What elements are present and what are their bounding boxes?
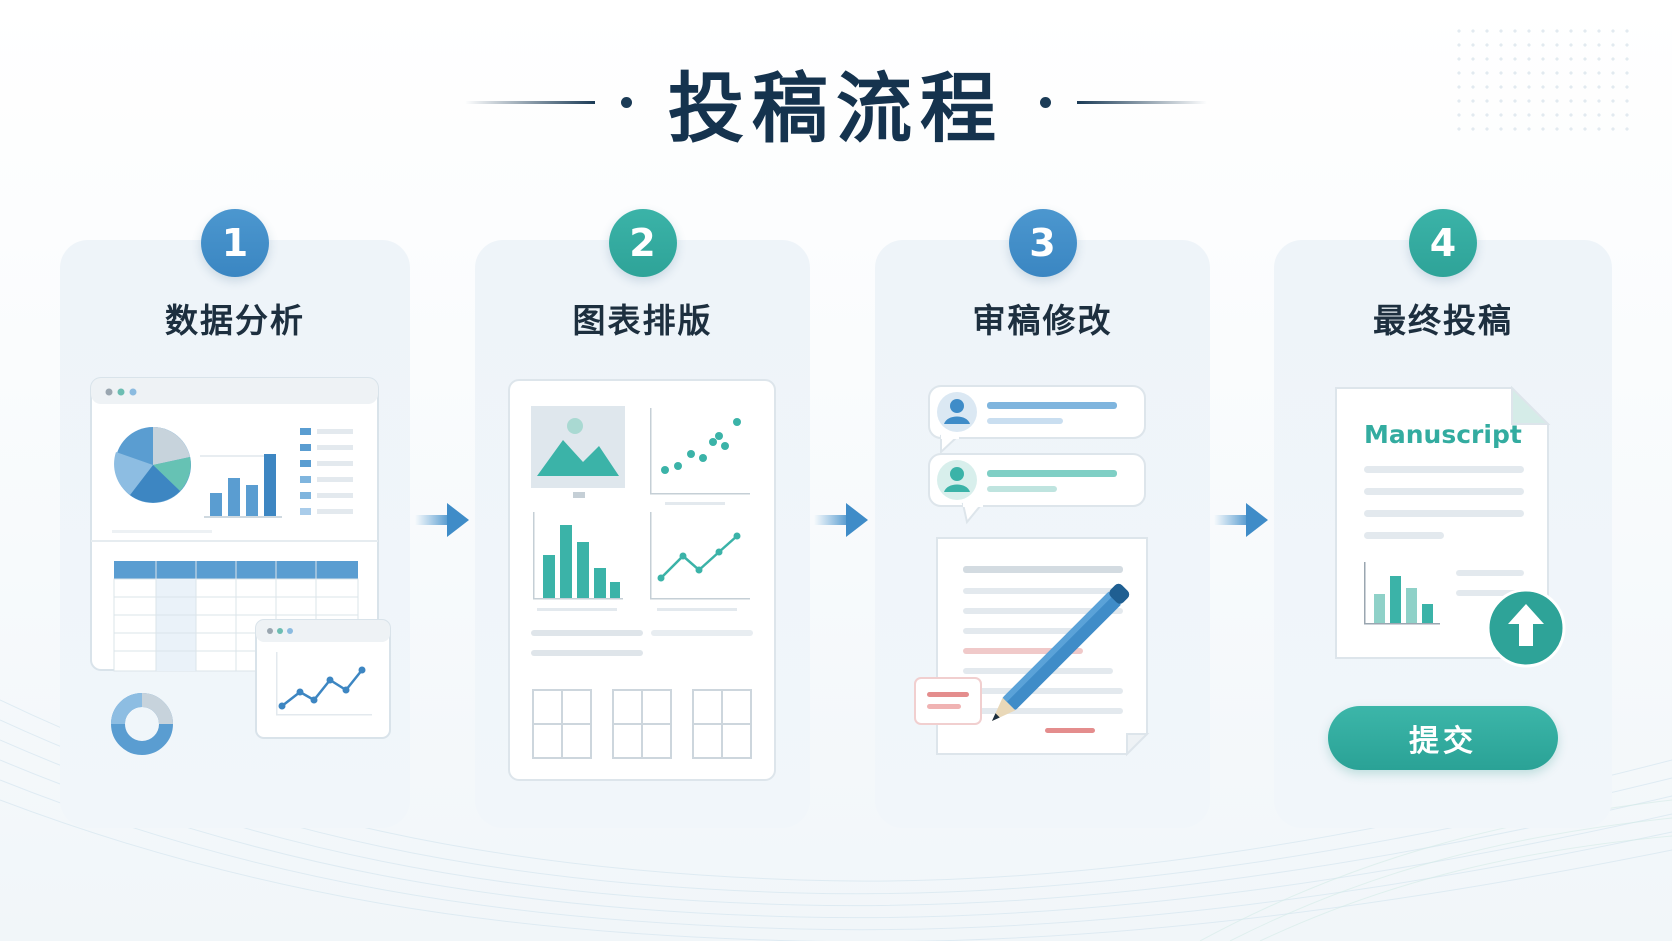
step-card-3: 3 审稿修改: [875, 209, 1210, 828]
bar-chart-icon: [533, 512, 623, 611]
title-dot-right: [1040, 96, 1051, 108]
final-submission-illustration: Manuscript: [1335, 385, 1566, 668]
title-line-right: [1077, 100, 1207, 104]
title-row: 投稿流程: [0, 52, 1672, 153]
step-card-2: 2 图表排版: [475, 209, 810, 828]
step-card-1: 1 数据分析: [60, 209, 410, 828]
right-arrow-icon: [814, 503, 868, 537]
scatter-plot-icon: [650, 408, 750, 505]
image-placeholder-icon: [531, 406, 625, 498]
data-analysis-illustration: [90, 377, 391, 755]
right-arrow-icon: [415, 503, 469, 537]
step-number-badge: 1: [201, 209, 269, 277]
grid-layout-icons: [532, 689, 752, 759]
step-label: 数据分析: [165, 301, 305, 340]
pie-chart-icon: [114, 427, 191, 503]
manuscript-title: Manuscript: [1364, 420, 1522, 449]
bar-chart-icon: [204, 454, 282, 518]
donut-chart-icon: [111, 693, 173, 755]
step-number-badge: 3: [1008, 209, 1077, 277]
submit-button[interactable]: 提交: [1328, 706, 1558, 770]
chart-layout-illustration: [508, 379, 776, 781]
comment-bubble-2: [928, 453, 1146, 525]
line-chart-icon: [650, 512, 750, 611]
step-label: 最终投稿: [1373, 301, 1513, 340]
document-icon: [936, 537, 1150, 757]
comment-bubble-1: [928, 385, 1146, 455]
title-dot-left: [621, 96, 632, 108]
pencil-icon: [991, 583, 1130, 722]
page-title: 投稿流程: [668, 64, 1004, 153]
right-arrow-icon: [1214, 503, 1268, 537]
step-label: 审稿修改: [972, 301, 1113, 340]
step-card-4: 4 最终投稿 Manuscript 提交: [1274, 209, 1612, 828]
dot-pattern: [1452, 24, 1632, 134]
step-label: 图表排版: [572, 301, 713, 340]
manuscript-document: Manuscript: [1335, 385, 1551, 659]
step-number-badge: 2: [608, 209, 677, 277]
title-line-left: [465, 100, 595, 104]
review-edit-illustration: [914, 385, 1150, 757]
step-number-badge: 4: [1409, 209, 1477, 277]
annotation-note-icon: [914, 677, 982, 725]
line-chart-window: [255, 619, 391, 739]
upload-arrow-icon: [1486, 588, 1566, 668]
